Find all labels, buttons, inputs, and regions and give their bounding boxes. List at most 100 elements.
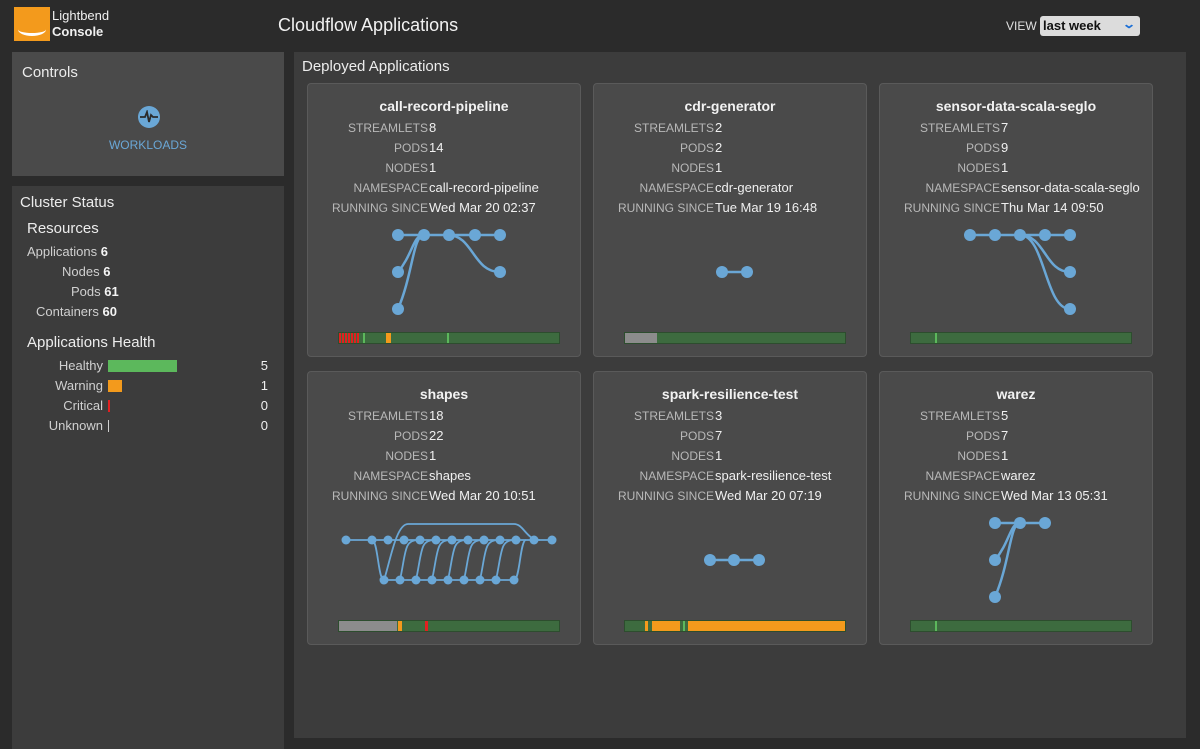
- health-timeline[interactable]: [910, 620, 1132, 632]
- pipeline-graph[interactable]: [594, 214, 866, 324]
- deployed-applications-panel: Deployed Applications call-record-pipeli…: [294, 52, 1186, 738]
- controls-panel: Controls WORKLOADS: [12, 52, 284, 176]
- resource-value: 60: [102, 304, 117, 319]
- app-name[interactable]: shapes: [419, 386, 469, 402]
- namespace-label: NAMESPACE: [353, 469, 428, 483]
- streamlets-value: 8: [429, 120, 437, 135]
- app-card-spark-resilience-test[interactable]: spark-resilience-test STREAMLETS 3 PODS …: [593, 371, 867, 645]
- app-card-shapes[interactable]: shapes STREAMLETS 18 PODS 22 NODES 1 NAM…: [307, 371, 581, 645]
- app-name[interactable]: spark-resilience-test: [661, 386, 799, 402]
- health-bar-healthy: [108, 360, 177, 372]
- cluster-status-title: Cluster Status: [20, 194, 115, 211]
- nodes-value: 1: [1001, 160, 1009, 175]
- view-period-select[interactable]: last week ⌄: [1040, 16, 1140, 36]
- running-since-label: RUNNING SINCE: [617, 201, 714, 215]
- pods-label: PODS: [393, 141, 428, 155]
- health-label-healthy: Healthy: [58, 358, 103, 373]
- namespace-value: spark-resilience-test: [715, 468, 832, 483]
- cluster-status-panel: Cluster Status Resources Applications 6 …: [12, 186, 284, 749]
- health-bar-warning: [108, 380, 122, 392]
- logo-mark-icon: [14, 7, 50, 41]
- pipeline-graph[interactable]: [308, 214, 580, 324]
- app-card-sensor-data-scala-seglo[interactable]: sensor-data-scala-seglo STREAMLETS 7 POD…: [879, 83, 1153, 357]
- running-since-label: RUNNING SINCE: [331, 489, 428, 503]
- pods-label: PODS: [393, 429, 428, 443]
- logo-text-lightbend: Lightbend: [52, 8, 110, 23]
- pipeline-graph[interactable]: [594, 502, 866, 612]
- top-bar: Lightbend Console Cloudflow Applications…: [0, 0, 1200, 48]
- health-timeline[interactable]: [338, 620, 560, 632]
- app-name[interactable]: warez: [996, 386, 1036, 402]
- pods-value: 7: [1001, 428, 1009, 443]
- running-since-label: RUNNING SINCE: [617, 489, 714, 503]
- app-name[interactable]: sensor-data-scala-seglo: [935, 98, 1097, 114]
- pipeline-graph[interactable]: [880, 502, 1152, 612]
- pods-value: 2: [715, 140, 723, 155]
- health-timeline[interactable]: [338, 332, 560, 344]
- pods-label: PODS: [679, 429, 714, 443]
- resource-row-containers: Containers 60: [36, 304, 117, 319]
- pipeline-graph[interactable]: [880, 214, 1152, 324]
- namespace-value: call-record-pipeline: [429, 180, 539, 195]
- health-timeline[interactable]: [910, 332, 1132, 344]
- health-label-warning: Warning: [55, 378, 103, 393]
- logo-text-console: Console: [52, 24, 104, 39]
- namespace-label: NAMESPACE: [639, 469, 714, 483]
- streamlets-value: 3: [715, 408, 723, 423]
- resource-label: Nodes: [62, 264, 100, 279]
- resource-label: Pods: [71, 284, 101, 299]
- health-count-warning: 1: [260, 378, 268, 393]
- resource-row-pods: Pods 61: [71, 284, 119, 299]
- view-label: VIEW: [1006, 19, 1037, 33]
- health-label-unknown: Unknown: [48, 418, 103, 433]
- streamlets-label: STREAMLETS: [347, 409, 428, 423]
- streamlets-value: 18: [429, 408, 444, 423]
- pods-value: 9: [1001, 140, 1009, 155]
- health-timeline[interactable]: [624, 620, 846, 632]
- pods-value: 7: [715, 428, 723, 443]
- workloads-link[interactable]: WORKLOADS: [108, 138, 187, 152]
- app-card-call-record-pipeline[interactable]: call-record-pipeline STREAMLETS 8 PODS 1…: [307, 83, 581, 357]
- namespace-value: cdr-generator: [715, 180, 794, 195]
- pods-value: 14: [429, 140, 444, 155]
- nodes-label: NODES: [957, 449, 1000, 463]
- running-since-value: Tue Mar 19 16:48: [715, 200, 818, 215]
- namespace-value: shapes: [429, 468, 471, 483]
- running-since-value: Wed Mar 20 07:19: [715, 488, 822, 503]
- resource-row-nodes: Nodes 6: [62, 264, 110, 279]
- pipeline-graph[interactable]: [308, 502, 580, 612]
- running-since-value: Wed Mar 13 05:31: [1001, 488, 1108, 503]
- app-card-warez[interactable]: warez STREAMLETS 5 PODS 7 NODES 1 NAMESP…: [879, 371, 1153, 645]
- nodes-label: NODES: [671, 161, 714, 175]
- health-count-unknown: 0: [260, 418, 268, 433]
- streamlets-value: 7: [1001, 120, 1009, 135]
- pods-label: PODS: [965, 141, 1000, 155]
- lightbend-logo[interactable]: Lightbend Console: [14, 7, 124, 41]
- resource-value: 6: [100, 244, 108, 259]
- namespace-value: sensor-data-scala-seglo: [1001, 180, 1140, 195]
- resources-title: Resources: [27, 220, 99, 237]
- namespace-label: NAMESPACE: [925, 469, 1000, 483]
- running-since-value: Wed Mar 20 10:51: [429, 488, 536, 503]
- workloads-icon[interactable]: [138, 106, 160, 128]
- streamlets-label: STREAMLETS: [919, 121, 1000, 135]
- app-card-cdr-generator[interactable]: cdr-generator STREAMLETS 2 PODS 2 NODES …: [593, 83, 867, 357]
- app-name[interactable]: cdr-generator: [684, 98, 776, 114]
- chevron-down-icon: ⌄: [1121, 17, 1137, 31]
- app-name[interactable]: call-record-pipeline: [379, 98, 509, 114]
- health-bar-unknown: [108, 420, 109, 432]
- pods-value: 22: [429, 428, 444, 443]
- streamlets-label: STREAMLETS: [633, 121, 714, 135]
- resource-value: 6: [103, 264, 111, 279]
- streamlets-value: 5: [1001, 408, 1009, 423]
- streamlets-value: 2: [715, 120, 723, 135]
- nodes-label: NODES: [671, 449, 714, 463]
- streamlets-label: STREAMLETS: [919, 409, 1000, 423]
- health-timeline[interactable]: [624, 332, 846, 344]
- running-since-label: RUNNING SINCE: [903, 201, 1000, 215]
- nodes-value: 1: [429, 448, 437, 463]
- view-period-value: last week: [1043, 18, 1101, 33]
- health-bar-critical: [108, 400, 110, 412]
- nodes-value: 1: [429, 160, 437, 175]
- running-since-label: RUNNING SINCE: [903, 489, 1000, 503]
